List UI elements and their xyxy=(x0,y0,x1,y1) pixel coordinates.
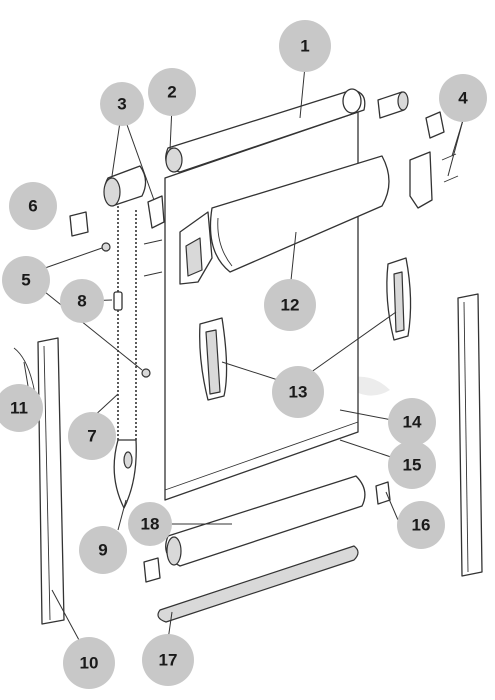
callout-16: 16 xyxy=(397,501,445,549)
callout-label: 16 xyxy=(412,516,431,535)
callout-4: 4 xyxy=(439,74,487,122)
callout-label: 11 xyxy=(10,399,28,418)
callout-5: 5 xyxy=(2,256,50,304)
callout-13: 13 xyxy=(272,366,324,418)
callout-label: 7 xyxy=(87,427,96,446)
chain-tensioner xyxy=(113,439,137,509)
right-end-hardware xyxy=(377,91,459,209)
callout-6: 6 xyxy=(9,182,57,230)
control-chain xyxy=(117,206,137,440)
callout-7: 7 xyxy=(68,412,116,460)
mounting-screws xyxy=(143,239,163,277)
callout-label: 5 xyxy=(21,271,30,290)
callout-15: 15 xyxy=(388,441,436,489)
callout-1: 1 xyxy=(279,20,331,72)
guide-brackets xyxy=(199,257,412,401)
callout-9: 9 xyxy=(79,526,127,574)
callout-label: 17 xyxy=(159,651,178,670)
callout-label: 12 xyxy=(281,296,300,315)
callout-label: 2 xyxy=(167,83,176,102)
callout-18: 18 xyxy=(128,502,172,546)
callout-label: 9 xyxy=(98,541,107,560)
fabric-panel xyxy=(164,111,359,501)
callout-label: 18 xyxy=(141,515,160,534)
roller-tube xyxy=(165,88,366,173)
callout-17: 17 xyxy=(142,634,194,686)
callout-3: 3 xyxy=(100,82,144,126)
cassette-cover xyxy=(209,155,390,273)
callout-2: 2 xyxy=(148,68,196,116)
control-mechanism xyxy=(103,165,165,229)
callout-10: 10 xyxy=(63,637,115,689)
bottom-bar xyxy=(165,475,366,567)
left-bracket xyxy=(179,211,213,285)
callout-label: 1 xyxy=(300,37,309,56)
callout-label: 14 xyxy=(403,413,422,432)
callout-14: 14 xyxy=(388,398,436,446)
callout-8: 8 xyxy=(60,279,104,323)
chain-connector xyxy=(113,291,123,311)
callout-label: 8 xyxy=(77,292,86,311)
right-guide-rail xyxy=(457,293,483,577)
end-plug xyxy=(69,211,89,237)
callout-11: 11 xyxy=(0,384,43,432)
callout-label: 15 xyxy=(403,456,422,475)
chain-stops xyxy=(101,242,151,378)
callout-label: 6 xyxy=(28,197,37,216)
callout-label: 10 xyxy=(80,654,99,673)
callout-label: 3 xyxy=(117,95,126,114)
bottom-end-caps xyxy=(143,481,391,583)
left-guide-rail xyxy=(37,337,65,625)
callout-12: 12 xyxy=(264,279,316,331)
callout-label: 4 xyxy=(458,89,468,108)
weight-bar xyxy=(157,545,359,623)
callout-label: 13 xyxy=(289,383,308,402)
